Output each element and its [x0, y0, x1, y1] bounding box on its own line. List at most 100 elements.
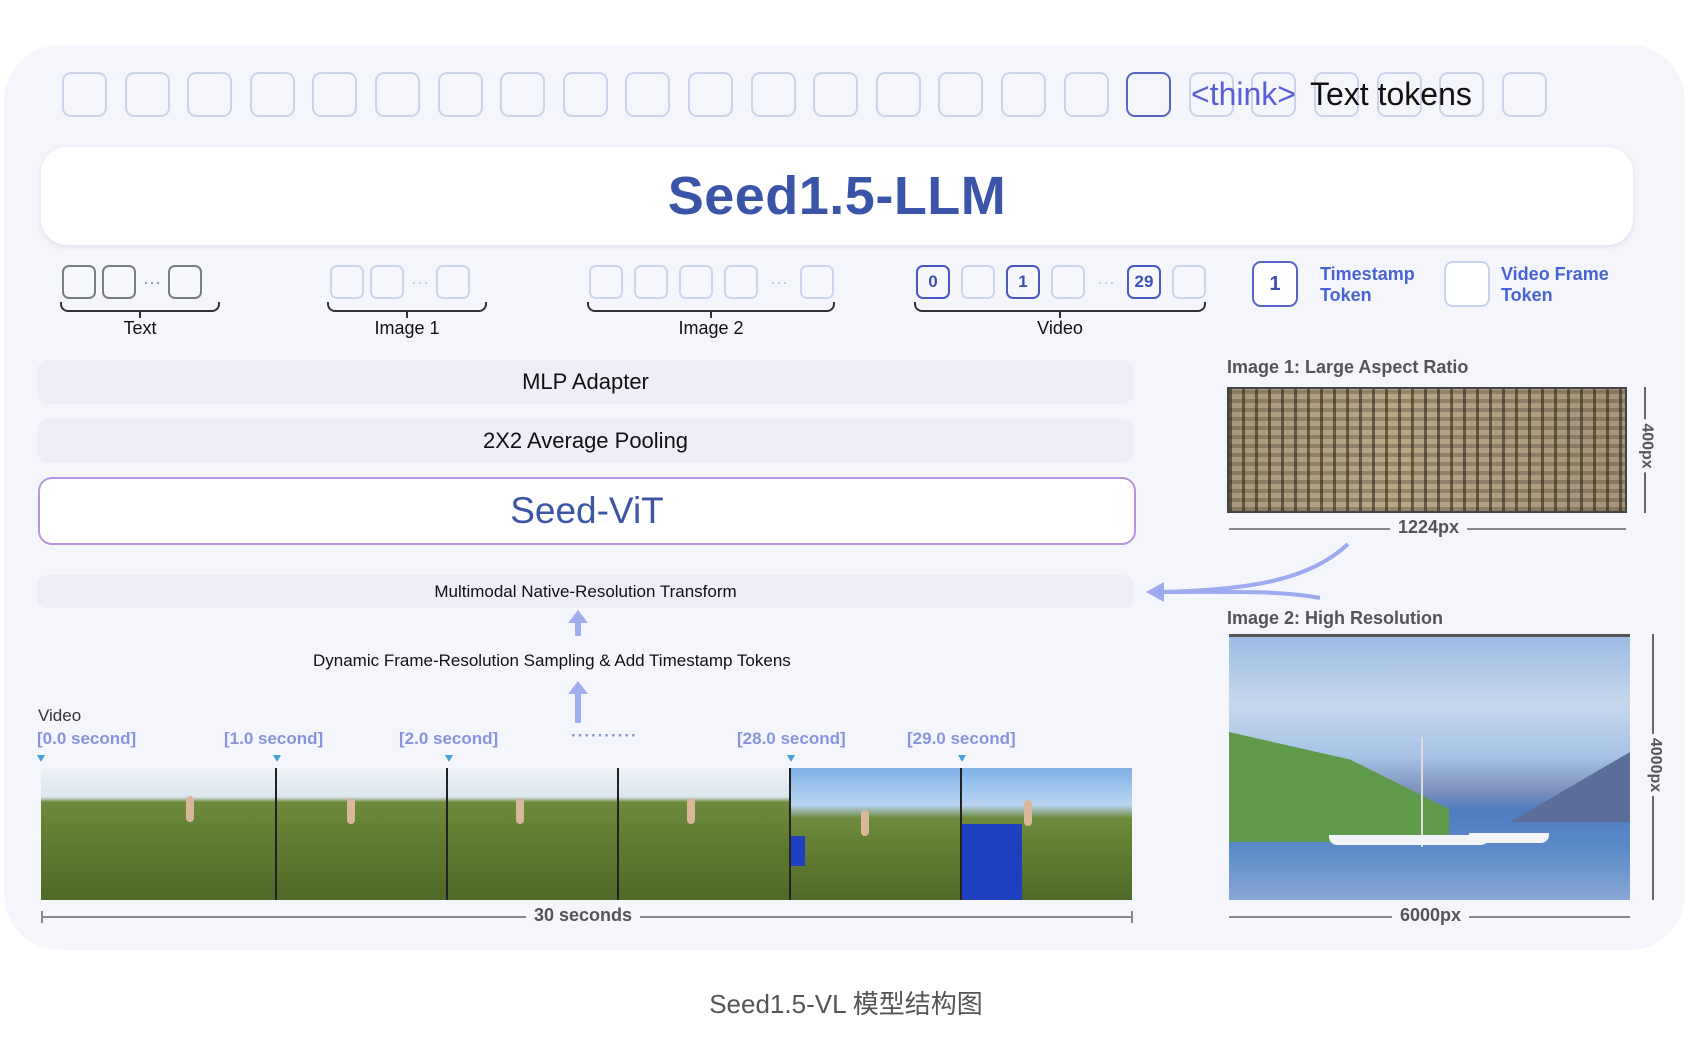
dynamic-sampling-label: Dynamic Frame-Resolution Sampling & Add …	[313, 651, 791, 670]
text-tokens-label: Text tokens	[1310, 76, 1472, 112]
video-brace	[914, 302, 1206, 312]
image1-title: Image 1: Large Aspect Ratio	[1227, 357, 1469, 377]
timestamp-label: [2.0 second]	[399, 729, 499, 748]
image-token	[724, 265, 758, 299]
timestamp-token: 1	[1006, 265, 1040, 299]
output-token	[500, 72, 546, 117]
output-token	[562, 72, 608, 117]
timestamp-marker-icon	[273, 755, 281, 762]
output-token	[1063, 72, 1109, 117]
ellipsis-label: ··········	[571, 726, 638, 745]
image2-token-group: ···	[589, 265, 834, 299]
figure-caption: Seed1.5-VL 模型结构图	[709, 989, 983, 1019]
legend-video-frame-token	[1444, 261, 1490, 307]
output-token	[1188, 72, 1234, 117]
text-token-group: ···	[62, 265, 202, 299]
scale-tick	[1131, 911, 1133, 923]
image1-height-label: 400px	[1637, 419, 1656, 473]
video-frame-token	[961, 265, 995, 299]
calligraphy-image	[1227, 387, 1627, 513]
output-token	[187, 72, 233, 117]
up-arrow-icon	[568, 681, 588, 723]
output-token	[1501, 72, 1547, 117]
output-token	[938, 72, 984, 117]
video-frame	[619, 768, 791, 900]
video-frame	[448, 768, 619, 900]
llm-block: Seed1.5-LLM	[41, 147, 1633, 245]
timestamp-marker-icon	[958, 755, 966, 762]
timestamp-token: 0	[916, 265, 950, 299]
output-token	[124, 72, 170, 117]
output-token	[375, 72, 420, 117]
curved-arrow-icon	[1146, 542, 1350, 602]
image2-height-label: 4000px	[1646, 733, 1665, 797]
text-token	[102, 265, 136, 299]
image1-width-label: 1224px	[1390, 517, 1468, 538]
image-token	[436, 265, 470, 299]
video-group-label: Video	[1037, 318, 1083, 338]
output-token	[1376, 72, 1422, 117]
image1-token-group: ···	[330, 265, 470, 299]
think-start-token	[1126, 72, 1172, 117]
up-arrow-icon	[568, 610, 588, 636]
image2-brace	[587, 302, 835, 312]
mlp-adapter-block: MLP Adapter	[37, 360, 1134, 404]
output-token	[1251, 72, 1297, 117]
video-frame-token	[1051, 265, 1085, 299]
seed-vit-block: Seed-ViT	[38, 477, 1136, 545]
seed-vit-title: Seed-ViT	[510, 490, 664, 531]
video-frames-strip	[41, 768, 1132, 900]
timestamp-marker-icon	[37, 755, 45, 762]
timestamp-label: [29.0 second]	[907, 729, 1016, 748]
video-frame	[41, 768, 277, 900]
scale-tick	[41, 911, 43, 923]
timestamp-label: [1.0 second]	[224, 729, 324, 748]
image-token	[370, 265, 404, 299]
image-token	[679, 265, 713, 299]
text-token	[62, 265, 96, 299]
text-token	[168, 265, 202, 299]
video-label: Video	[38, 706, 82, 725]
image1-brace	[327, 302, 487, 312]
mnrt-block: Multimodal Native-Resolution Transform	[37, 575, 1134, 608]
image1-group-label: Image 1	[374, 318, 440, 338]
video-frame	[791, 768, 962, 900]
output-token	[625, 72, 671, 117]
pooling-block: 2X2 Average Pooling	[37, 419, 1134, 463]
ellipsis-icon: ···	[770, 272, 788, 292]
duration-label: 30 seconds	[526, 905, 641, 926]
video-frame	[962, 768, 1132, 900]
video-token-group: 0 1 ··· 29	[916, 265, 1206, 299]
timestamp-label: [0.0 second]	[37, 729, 137, 748]
timestamp-label: [28.0 second]	[737, 729, 846, 748]
image-token	[330, 265, 364, 299]
video-frame-token	[1172, 265, 1206, 299]
think-token-label: <think>	[1191, 76, 1296, 112]
output-token	[437, 72, 483, 117]
output-token	[62, 72, 107, 117]
output-token	[1001, 72, 1046, 117]
output-token	[688, 72, 733, 117]
text-brace	[60, 302, 220, 312]
output-token	[249, 72, 295, 117]
legend-video-frame-label: Video Frame Token	[1501, 264, 1609, 305]
image2-title: Image 2: High Resolution	[1227, 608, 1444, 628]
video-frame	[277, 768, 448, 900]
timestamp-marker-icon	[445, 755, 453, 762]
text-group-label: Text	[123, 318, 157, 338]
image-token	[800, 265, 834, 299]
timestamp-token: 29	[1127, 265, 1161, 299]
legend-timestamp-token: 1	[1252, 261, 1298, 307]
output-token	[1439, 72, 1485, 117]
image2-group-label: Image 2	[678, 318, 744, 338]
lake-painting-image	[1229, 634, 1630, 900]
output-token	[1314, 72, 1359, 117]
output-token	[813, 72, 859, 117]
ellipsis-icon: ···	[411, 272, 429, 292]
image-token	[634, 265, 668, 299]
ellipsis-icon: ···	[1097, 272, 1115, 292]
output-token	[312, 72, 358, 117]
legend-timestamp-label: Timestamp Token	[1320, 264, 1415, 305]
llm-title: Seed1.5-LLM	[667, 166, 1007, 226]
image2-width-label: 6000px	[1392, 905, 1470, 926]
